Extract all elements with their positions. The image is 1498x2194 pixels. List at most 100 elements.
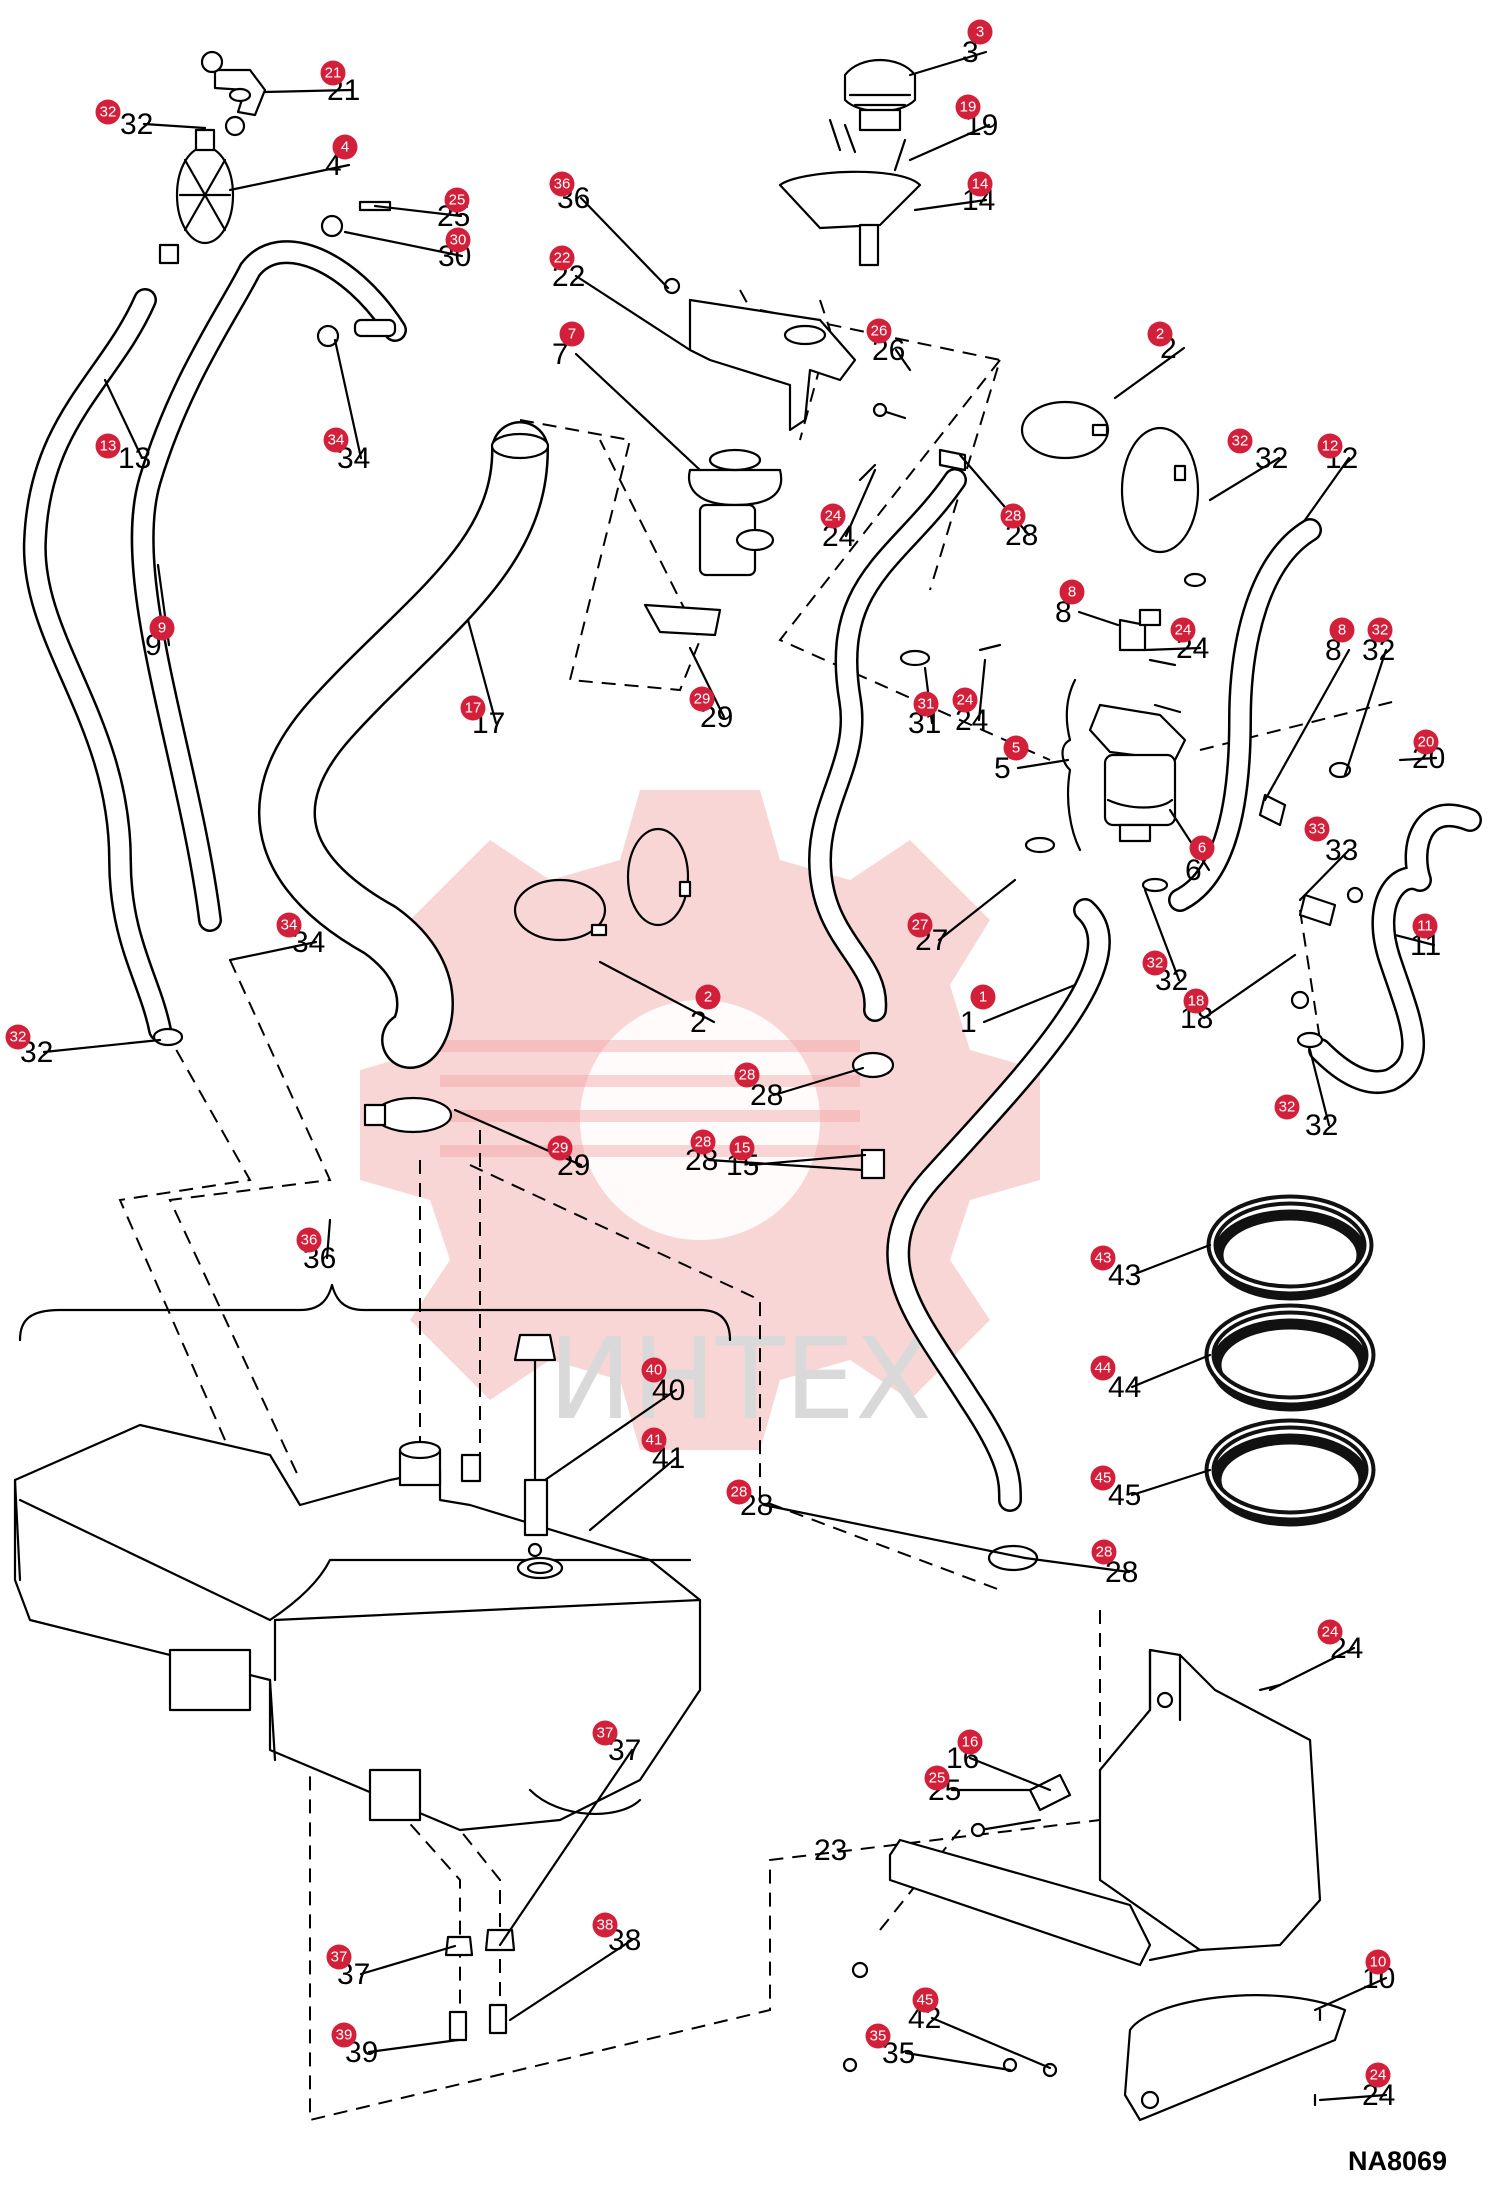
callout-badge-number: 28 bbox=[1096, 1544, 1113, 1561]
callout-badge: 37 bbox=[592, 1720, 618, 1746]
leader-line bbox=[894, 348, 912, 372]
fuel-tank bbox=[13, 1423, 702, 1832]
callout-badge-number: 41 bbox=[646, 1432, 663, 1449]
callout-badge-number: 28 bbox=[739, 1067, 756, 1084]
part-number-label: 8 bbox=[1325, 634, 1342, 667]
callout-badge-circle bbox=[641, 1357, 667, 1383]
leader-line bbox=[325, 1218, 332, 1260]
callout-badge: 25 bbox=[924, 1765, 950, 1791]
callout-badge: 12 bbox=[1317, 433, 1343, 459]
mount-bracket-16 bbox=[1028, 1648, 1322, 1952]
leader-line bbox=[42, 1038, 162, 1054]
part-number-label: 8 bbox=[1055, 596, 1072, 629]
callout-badge-number: 17 bbox=[465, 700, 482, 717]
watermark-text: ИНТЕХ bbox=[548, 1315, 932, 1445]
callout-badge-circle bbox=[1189, 835, 1215, 861]
callout-badge-circle bbox=[1365, 2062, 1391, 2088]
callout-badge-circle bbox=[955, 94, 981, 120]
callout-badge: 5 bbox=[1003, 735, 1029, 761]
callout-badge: 21 bbox=[320, 60, 346, 86]
leader-line bbox=[1308, 1048, 1331, 1127]
leader-line bbox=[1130, 1353, 1212, 1389]
callout-badge-number: 44 bbox=[1095, 1360, 1112, 1377]
leader-line bbox=[977, 658, 987, 722]
callout-badge-circle bbox=[1413, 729, 1439, 755]
callout-badge: 35 bbox=[865, 2023, 891, 2049]
callout-badge-number: 3 bbox=[976, 24, 984, 41]
watermark-logo bbox=[360, 790, 1040, 1450]
callout-badge-circle bbox=[1142, 950, 1168, 976]
leader-line bbox=[367, 2038, 460, 2054]
bolts-24-27 bbox=[858, 402, 1182, 714]
callout-badge-number: 12 bbox=[1322, 438, 1339, 455]
hose-clamps-2-lower bbox=[513, 827, 692, 942]
callout-badge: 8 bbox=[1329, 617, 1355, 643]
callout-badge-number: 38 bbox=[597, 1917, 614, 1934]
callout-badge-number: 35 bbox=[870, 2028, 887, 2045]
callout-badge-circle bbox=[592, 1912, 618, 1938]
leader-line bbox=[1143, 646, 1202, 652]
callout-badge-circle bbox=[957, 1729, 983, 1755]
callout-badge-number: 39 bbox=[336, 2027, 353, 2044]
callout-badge-number: 31 bbox=[918, 696, 935, 713]
part-number-label: 32 bbox=[120, 108, 153, 141]
callout-badge-number: 24 bbox=[1322, 1624, 1339, 1641]
tank-top-ports bbox=[398, 1440, 564, 1580]
callout-badge: 32 bbox=[1142, 950, 1168, 976]
leader-line bbox=[1318, 2093, 1388, 2102]
callout-badge-circle bbox=[913, 691, 939, 717]
callout-badge: 18 bbox=[1183, 988, 1209, 1014]
callout-badge-circle bbox=[1091, 1539, 1117, 1565]
clamp-29-top bbox=[643, 603, 722, 637]
leader-line bbox=[913, 198, 988, 212]
callout-badge-circle bbox=[695, 984, 721, 1010]
hose-17 bbox=[258, 421, 550, 1069]
callout-badge-number: 28 bbox=[731, 1484, 748, 1501]
callout-badge-circle bbox=[1317, 433, 1343, 459]
callout-badge-circle bbox=[1090, 1465, 1116, 1491]
callout-badge-circle bbox=[967, 171, 993, 197]
leader-line bbox=[844, 468, 877, 538]
leader-line bbox=[343, 230, 464, 258]
callout-badge: 36 bbox=[296, 1227, 322, 1253]
callout-badge-circle bbox=[1274, 1094, 1300, 1120]
callout-badge: 34 bbox=[276, 912, 302, 938]
callout-badge: 32 bbox=[5, 1024, 31, 1050]
callout-badge-number: 43 bbox=[1095, 1250, 1112, 1267]
callout-badge-circle bbox=[1365, 1949, 1391, 1975]
callout-badge-circle bbox=[912, 1987, 938, 2013]
callout-badge-number: 24 bbox=[1175, 622, 1192, 639]
hose-clamps-2-upper bbox=[1020, 400, 1200, 554]
callout-badge-number: 15 bbox=[734, 1140, 751, 1157]
callout-badge-circle bbox=[689, 686, 715, 712]
leader-line bbox=[1016, 758, 1070, 770]
fuel-filter-5-6 bbox=[1061, 608, 1364, 1010]
callout-badge-number: 24 bbox=[825, 508, 842, 525]
callout-badge-number: 2 bbox=[704, 989, 712, 1006]
part-number-label: 44 bbox=[1108, 1371, 1141, 1404]
callout-badge: 22 bbox=[549, 245, 575, 271]
callout-badge-number: 22 bbox=[554, 250, 571, 267]
callout-badge-number: 37 bbox=[597, 1725, 614, 1742]
callout-badge-circle bbox=[445, 227, 471, 253]
callout-badge-number: 28 bbox=[695, 1134, 712, 1151]
callout-badge-circle bbox=[592, 1720, 618, 1746]
leader-line bbox=[228, 163, 351, 192]
callout-badge-circle bbox=[641, 1427, 667, 1453]
callout-badge-number: 2 bbox=[1156, 326, 1164, 343]
callout-badge: 29 bbox=[689, 686, 715, 712]
diagram-code: NA8069 bbox=[1348, 2146, 1447, 2176]
callout-badge: 24 bbox=[1170, 617, 1196, 643]
callout-badge-circle bbox=[549, 171, 575, 197]
leader-line bbox=[373, 204, 463, 218]
callout-badge-circle bbox=[820, 503, 846, 529]
callout-badge: 32 bbox=[1227, 428, 1253, 454]
callout-badge-circle bbox=[1000, 503, 1026, 529]
bracket-22 bbox=[663, 277, 857, 432]
callout-badge-circle bbox=[547, 1135, 573, 1161]
callout-badge: 25 bbox=[444, 187, 470, 213]
callout-badge-circle bbox=[332, 134, 358, 160]
leader-line bbox=[574, 352, 702, 472]
callout-badge-number: 24 bbox=[1370, 2067, 1387, 2084]
callout-badge: 20 bbox=[1413, 729, 1439, 755]
